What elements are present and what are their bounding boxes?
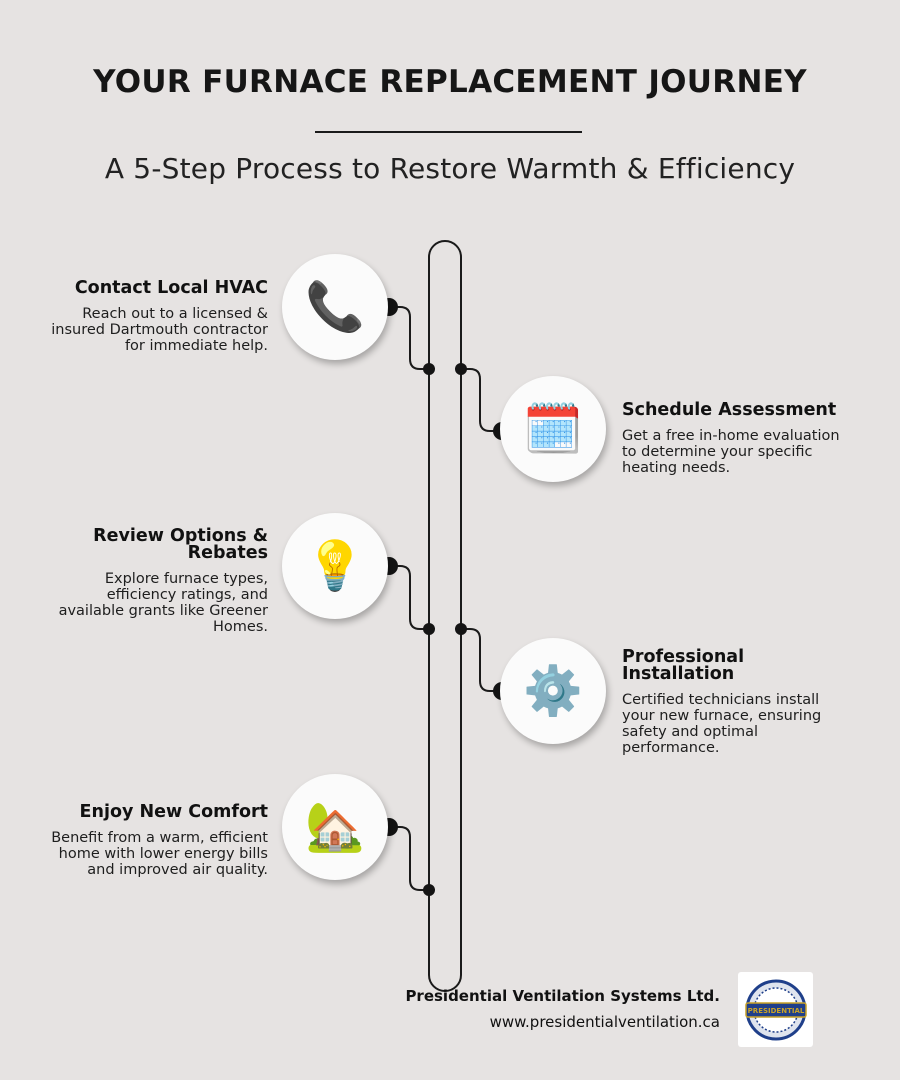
page-subtitle: A 5-Step Process to Restore Warmth & Eff… — [104, 152, 796, 185]
telephone-icon: 📞 — [305, 279, 365, 335]
step-1-icon-circle: 📞 — [282, 254, 388, 360]
track-dot-step-5 — [423, 884, 435, 896]
step-3-title: Review Options & Rebates — [93, 526, 268, 563]
step-1-title: Contact Local HVAC — [74, 278, 268, 298]
step-2-description: Get a free in-home evaluation to determi… — [622, 428, 840, 476]
logo-text: PRESIDENTIAL — [747, 1007, 804, 1015]
track-dot-step-4 — [455, 623, 467, 635]
connector-step-3 — [389, 565, 429, 630]
step-5-title: Enjoy New Comfort — [79, 802, 268, 822]
footer-website-link[interactable]: www.presidentialventilation.ca — [489, 1013, 720, 1031]
step-1-description: Reach out to a licensed & insured Dartmo… — [51, 306, 268, 354]
step-4-text: Professional Installation Certified tech… — [622, 647, 852, 756]
track-dot-step-3 — [423, 623, 435, 635]
step-3-icon-circle: 💡 — [282, 513, 388, 619]
connector-step-2 — [461, 368, 502, 432]
company-logo: PRESIDENTIAL — [738, 972, 813, 1047]
step-4-description: Certified technicians install your new f… — [622, 692, 822, 756]
page-title: YOUR FURNACE REPLACEMENT JOURNEY — [93, 64, 807, 100]
gear-icon: ⚙️ — [523, 663, 583, 719]
calendar-icon: 🗓️ — [523, 401, 583, 457]
track-dot-step-2 — [455, 363, 467, 375]
step-3-description: Explore furnace types, efficiency rating… — [58, 571, 268, 635]
connector-step-1 — [389, 306, 429, 370]
footer-company-name: Presidential Ventilation Systems Ltd. — [405, 987, 720, 1005]
step-2-text: Schedule Assessment Get a free in-home e… — [622, 400, 852, 476]
connector-step-4 — [461, 628, 502, 692]
title-divider — [315, 131, 582, 133]
company-seal-icon: PRESIDENTIAL — [744, 979, 807, 1040]
step-4-icon-circle: ⚙️ — [500, 638, 606, 744]
step-5-description: Benefit from a warm, efficient home with… — [51, 830, 268, 878]
step-1-text: Contact Local HVAC Reach out to a licens… — [38, 278, 268, 354]
step-3-text: Review Options & Rebates Explore furnace… — [38, 526, 268, 635]
step-2-icon-circle: 🗓️ — [500, 376, 606, 482]
step-5-text: Enjoy New Comfort Benefit from a warm, e… — [38, 802, 268, 878]
lightbulb-icon: 💡 — [305, 538, 365, 594]
timeline-track — [428, 240, 462, 992]
step-4-title: Professional Installation — [622, 647, 745, 684]
step-5-icon-circle: 🏡 — [282, 774, 388, 880]
connector-step-5 — [389, 826, 429, 891]
house-with-garden-icon: 🏡 — [305, 799, 365, 855]
track-dot-step-1 — [423, 363, 435, 375]
step-2-title: Schedule Assessment — [622, 400, 837, 420]
